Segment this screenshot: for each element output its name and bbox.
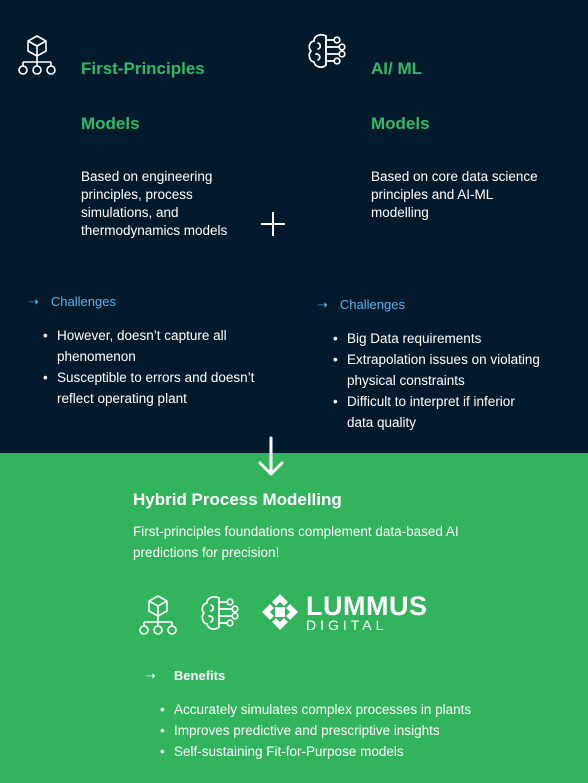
- plus-icon: [261, 212, 285, 236]
- hierarchy-cube-icon: [18, 35, 56, 75]
- ai-ml-title-line2: Models: [371, 114, 430, 133]
- first-principles-description: Based on engineering principles, process…: [81, 169, 228, 238]
- list-item: Accurately simulates complex processes i…: [160, 699, 500, 720]
- down-arrow-icon: [258, 436, 284, 476]
- first-principles-challenges-list: However, doesn’t capture all phenomenon …: [43, 325, 258, 409]
- first-principles-title-line2: Models: [81, 114, 140, 133]
- list-item: Improves predictive and prescriptive ins…: [160, 720, 500, 741]
- benefits-label: Benefits: [173, 668, 226, 683]
- benefits-heading: ➝ Benefits: [145, 668, 225, 684]
- ai-ml-challenges-heading: ➝ Challenges: [317, 297, 405, 313]
- right-arrow-icon: ➝: [145, 668, 156, 683]
- brain-circuit-icon: [308, 33, 346, 68]
- list-item: Self-sustaining Fit-for-Purpose models: [160, 741, 500, 762]
- first-principles-challenges-heading: ➝ Challenges: [28, 294, 116, 310]
- ai-ml-description: Based on core data science principles an…: [371, 169, 538, 220]
- lummus-logo-mark: [262, 594, 298, 630]
- lummus-digital-logo: LUMMUS DIGITAL: [262, 591, 427, 635]
- hybrid-title: Hybrid Process Modelling: [133, 490, 342, 509]
- challenges-label: Challenges: [339, 297, 405, 312]
- right-arrow-icon: ➝: [317, 297, 328, 312]
- first-principles-title-line1: First-Principles: [81, 59, 205, 78]
- list-item: Big Data requirements: [333, 328, 543, 349]
- list-item: Extrapolation issues on violating physic…: [333, 349, 543, 391]
- ai-ml-challenges-list: Big Data requirements Extrapolation issu…: [333, 328, 543, 433]
- brain-circuit-icon: [201, 595, 239, 630]
- brand-primary: LUMMUS: [306, 591, 428, 621]
- ai-ml-title-line1: AI/ ML: [371, 59, 422, 78]
- brand-secondary: DIGITAL: [306, 617, 388, 633]
- list-item: Difficult to interpret if inferior data …: [333, 391, 543, 433]
- hybrid-description: First-principles foundations complement …: [133, 524, 459, 560]
- right-arrow-icon: ➝: [28, 294, 39, 309]
- benefits-list: Accurately simulates complex processes i…: [160, 699, 500, 762]
- challenges-label: Challenges: [50, 294, 116, 309]
- list-item: However, doesn’t capture all phenomenon: [43, 325, 258, 367]
- list-item: Susceptible to errors and doesn’t reflec…: [43, 367, 258, 409]
- hierarchy-cube-icon: [139, 595, 177, 635]
